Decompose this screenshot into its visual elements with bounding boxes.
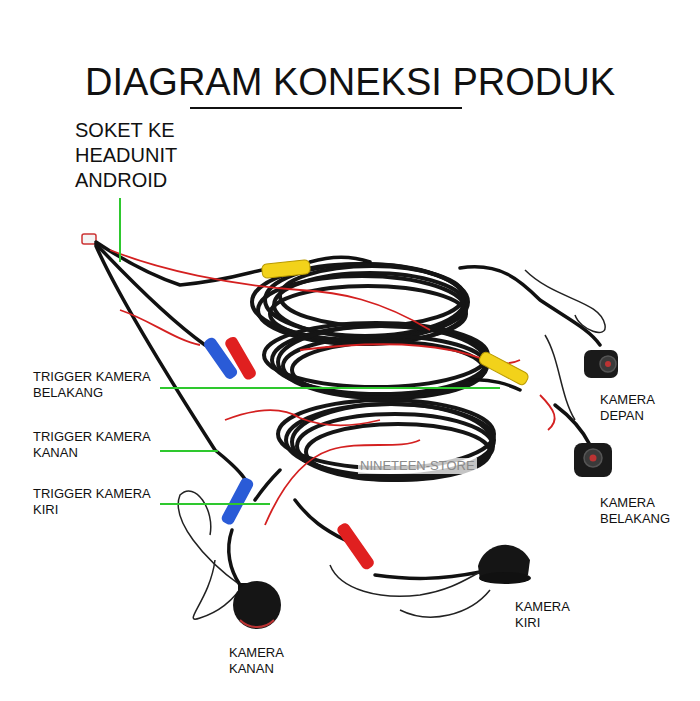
cable xyxy=(96,242,600,585)
title-underline xyxy=(190,107,462,109)
trigger-label: TRIGGER KAMERA KANAN xyxy=(33,429,163,462)
trigger-label: TRIGGER KAMERA KIRI xyxy=(33,486,163,519)
yellow-connector xyxy=(261,260,529,387)
watermark: NINETEEN-STORE xyxy=(358,458,477,474)
camera-label: KAMERA KANAN xyxy=(229,645,301,678)
camera-label: KAMERA DEPAN xyxy=(600,392,682,425)
cable-coil xyxy=(278,400,494,480)
trigger-label: TRIGGER KAMERA BELAKANG xyxy=(33,369,163,402)
trigger-wire xyxy=(110,250,555,525)
cable-coil xyxy=(264,323,488,398)
camera-label: KAMERA KIRI xyxy=(515,599,587,632)
rear-camera xyxy=(574,443,612,477)
right-camera xyxy=(233,581,281,629)
cable-tie-loop xyxy=(178,270,605,619)
front-camera xyxy=(584,350,618,378)
diagram-title: DIAGRAM KONEKSI PRODUK xyxy=(0,62,700,104)
camera-label: KAMERA BELAKANG xyxy=(600,495,688,528)
socket-plug xyxy=(82,234,96,244)
red-connector xyxy=(223,335,375,571)
leader-line xyxy=(120,198,500,504)
socket-label: SOKET KE HEADUNIT ANDROID xyxy=(75,118,195,193)
left-camera xyxy=(478,545,531,584)
